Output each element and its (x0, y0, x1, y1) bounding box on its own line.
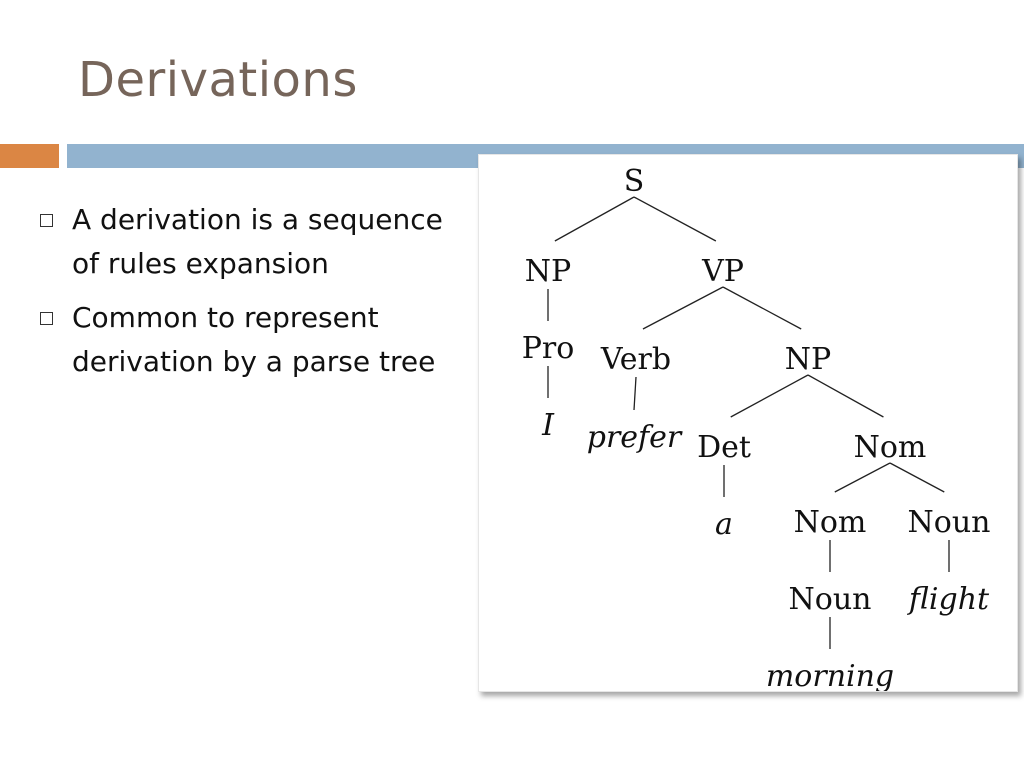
bullet-list: A derivation is a sequence of rules expa… (38, 198, 448, 394)
bullet-item: Common to represent derivation by a pars… (38, 296, 448, 384)
tree-edge-np2-det (730, 374, 809, 418)
tree-node-prefer: prefer (587, 420, 683, 455)
tree-node-s: S (624, 164, 645, 199)
tree-node-verb: Verb (600, 342, 671, 377)
bullet-text: Common to represent derivation by a pars… (72, 301, 436, 378)
tree-edge-np2-nom1 (807, 374, 884, 418)
tree-node-flight: flight (907, 582, 990, 617)
tree-node-a: a (715, 507, 733, 542)
square-bullet-icon (40, 312, 53, 325)
tree-edge-nom1-nom2 (834, 462, 891, 493)
tree-node-morning: morning (766, 659, 894, 691)
accent-bar-orange (0, 144, 59, 168)
tree-node-pro: Pro (522, 331, 575, 366)
slide-title: Derivations (78, 52, 358, 108)
tree-node-np1: NP (525, 254, 571, 289)
tree-node-noun2: Noun (908, 505, 991, 540)
tree-edge-verb-prefer (633, 376, 637, 411)
tree-node-noun1: Noun (789, 582, 872, 617)
bullet-text: A derivation is a sequence of rules expa… (72, 203, 443, 280)
tree-edge-vp-np2 (722, 286, 802, 330)
square-bullet-icon (40, 214, 53, 227)
tree-edge-vp-verb (642, 286, 724, 330)
tree-node-i: I (541, 408, 555, 443)
tree-edge-nom1-noun2 (889, 462, 945, 493)
tree-edges (547, 196, 950, 649)
bullet-item: A derivation is a sequence of rules expa… (38, 198, 448, 286)
tree-node-det: Det (697, 430, 751, 465)
tree-node-np2: NP (785, 342, 831, 377)
tree-node-nom1: Nom (854, 430, 927, 465)
tree-node-nom2: Nom (794, 505, 867, 540)
tree-node-vp: VP (701, 254, 744, 289)
tree-edge-s-np1 (554, 196, 635, 242)
tree-edge-s-vp (633, 196, 717, 242)
